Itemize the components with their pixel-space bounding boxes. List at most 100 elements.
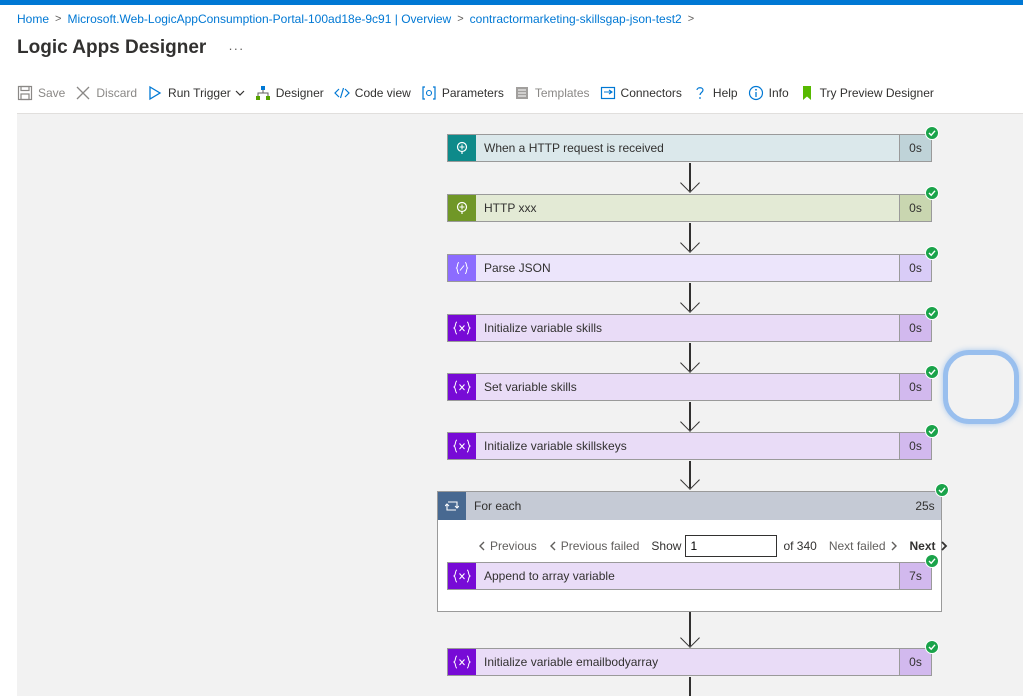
previous-failed-label: Previous failed — [560, 539, 640, 553]
templates-icon — [515, 87, 528, 99]
connectors-label: Connectors — [620, 86, 682, 100]
help-label: Help — [712, 86, 738, 100]
breadcrumb-separator-icon: > — [687, 13, 695, 25]
save-label: Save — [38, 86, 66, 100]
top-accent-bar — [0, 0, 1023, 5]
step-append-to-array-variable[interactable]: Append to array variable 7s — [447, 554, 939, 590]
connectors-button[interactable]: Connectors — [600, 85, 682, 101]
foreach-header[interactable]: For each 25s — [438, 483, 949, 520]
bookmark-icon — [802, 86, 811, 100]
variable-icon — [448, 315, 476, 341]
foreach-scope[interactable]: For each 25s Previous Previous failed Sh… — [437, 483, 949, 612]
flow-arrow — [680, 461, 700, 491]
next-failed-button[interactable]: Next failed — [829, 539, 898, 553]
flow-arrow — [680, 163, 700, 194]
step-label: Parse JSON — [484, 261, 551, 275]
step-label: Initialize variable skills — [484, 321, 603, 335]
step-label: Set variable skills — [484, 380, 577, 394]
step-duration: 0s — [899, 195, 931, 221]
templates-button[interactable]: Templates — [514, 85, 590, 101]
next-button[interactable]: Next — [910, 539, 948, 553]
cursor-focus-ring — [943, 350, 1019, 424]
step-http-request-trigger[interactable]: When a HTTP request is received 0s — [447, 126, 939, 162]
step-initialize-variable-emailbodyarray[interactable]: Initialize variable emailbodyarray 0s — [447, 640, 939, 676]
discard-button[interactable]: Discard — [75, 85, 137, 101]
flow-arrow — [680, 402, 700, 433]
breadcrumb-logic-app[interactable]: contractormarketing-skillsgap-json-test2 — [469, 12, 682, 26]
designer-toolbar: Save Discard Run Trigger Designer Code v… — [17, 85, 944, 101]
run-trigger-button[interactable]: Run Trigger — [147, 85, 245, 101]
step-duration: 0s — [899, 649, 931, 675]
parameters-label: Parameters — [441, 86, 504, 100]
iteration-pager: Previous Previous failed Show of 340 Nex… — [478, 535, 948, 557]
success-check-icon — [925, 126, 939, 140]
page-title: Logic Apps Designer — [17, 37, 207, 58]
chevron-left-icon — [549, 541, 556, 551]
previous-label: Previous — [490, 539, 537, 553]
designer-icon — [255, 86, 270, 100]
flow-arrow — [680, 343, 700, 374]
step-label: Initialize variable emailbodyarray — [484, 655, 659, 669]
step-http[interactable]: HTTP xxx 0s — [447, 186, 939, 222]
step-initialize-variable-skills[interactable]: Initialize variable skills 0s — [447, 306, 939, 342]
templates-label: Templates — [534, 86, 590, 100]
connectors-icon — [600, 86, 615, 100]
try-preview-label: Try Preview Designer — [819, 86, 934, 100]
step-duration: 0s — [899, 374, 931, 400]
previous-button[interactable]: Previous — [478, 539, 537, 553]
chevron-right-icon — [940, 541, 947, 551]
step-duration: 0s — [899, 255, 931, 281]
chevron-right-icon — [891, 541, 897, 551]
parameters-icon — [422, 86, 436, 100]
designer-button[interactable]: Designer — [255, 85, 324, 101]
next-label: Next — [909, 539, 936, 553]
canvas-top-border — [17, 113, 1023, 114]
save-button[interactable]: Save — [17, 85, 65, 101]
step-label: HTTP xxx — [484, 201, 537, 215]
save-icon — [17, 85, 33, 101]
step-duration: 0s — [899, 433, 931, 459]
step-label: When a HTTP request is received — [484, 141, 664, 155]
chevron-left-icon — [479, 541, 485, 551]
step-initialize-variable-skillskeys[interactable]: Initialize variable skillskeys 0s — [447, 424, 939, 460]
help-button[interactable]: Help — [692, 85, 738, 101]
designer-label: Designer — [275, 86, 324, 100]
step-parse-json[interactable]: Parse JSON 0s — [447, 246, 939, 282]
flow-arrow — [680, 612, 700, 649]
success-check-icon — [925, 246, 939, 260]
breadcrumb-home[interactable]: Home — [17, 12, 50, 26]
designer-canvas[interactable]: When a HTTP request is received 0s HTTP … — [17, 113, 1023, 696]
code-view-button[interactable]: Code view — [333, 85, 411, 101]
code-icon — [333, 87, 350, 99]
http-request-icon — [448, 135, 476, 161]
title-row: Logic Apps Designer ··· — [17, 37, 244, 59]
try-preview-designer-button[interactable]: Try Preview Designer — [799, 85, 934, 101]
step-duration: 0s — [899, 315, 931, 341]
iteration-number-input[interactable] — [685, 535, 778, 557]
step-label: Initialize variable skillskeys — [484, 439, 627, 453]
breadcrumb: Home > Microsoft.Web-LogicAppConsumption… — [17, 12, 700, 26]
variable-icon — [448, 563, 476, 589]
breadcrumb-separator-icon: > — [55, 13, 62, 25]
variable-icon — [448, 374, 476, 400]
info-button[interactable]: Info — [748, 85, 789, 101]
chevron-down-icon — [235, 90, 245, 96]
http-icon — [448, 195, 476, 221]
breadcrumb-resource[interactable]: Microsoft.Web-LogicAppConsumption-Portal… — [67, 12, 452, 26]
discard-label: Discard — [96, 86, 138, 100]
parameters-button[interactable]: Parameters — [421, 85, 504, 101]
more-options-button[interactable]: ··· — [228, 40, 245, 56]
success-check-icon — [925, 365, 939, 379]
iteration-total: of 340 — [783, 539, 817, 553]
step-duration: 0s — [899, 135, 931, 161]
step-set-variable-skills[interactable]: Set variable skills 0s — [447, 365, 939, 401]
success-check-icon — [925, 306, 939, 320]
success-check-icon — [925, 640, 939, 654]
info-label: Info — [768, 86, 789, 100]
success-check-icon — [935, 483, 949, 497]
flow-arrow — [680, 283, 700, 314]
help-icon — [696, 87, 704, 99]
previous-failed-button[interactable]: Previous failed — [549, 539, 640, 553]
loop-icon — [438, 492, 466, 520]
run-trigger-label: Run Trigger — [168, 86, 231, 100]
